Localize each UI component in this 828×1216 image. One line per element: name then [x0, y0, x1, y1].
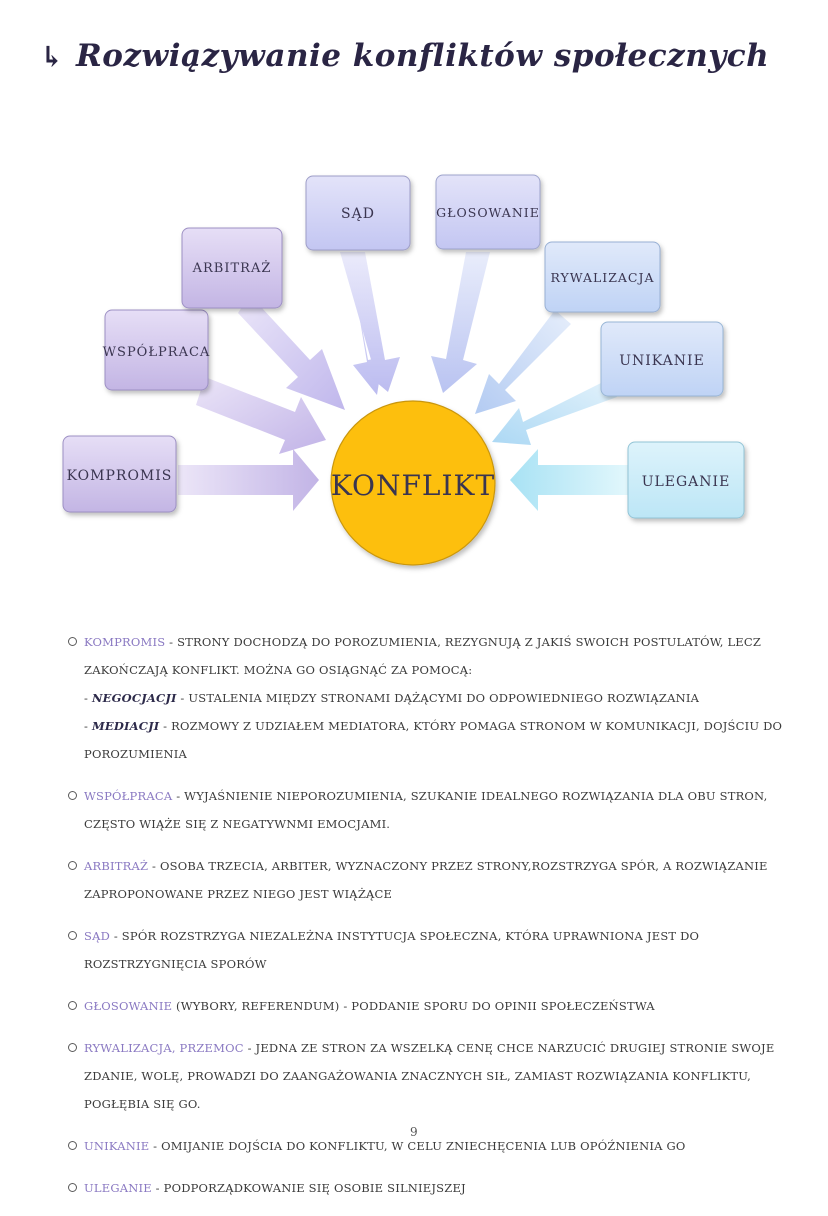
box-label: RYWALIZACJA — [550, 270, 654, 285]
box-sad: SĄD — [305, 175, 411, 251]
arrow-rywalizacja — [475, 310, 571, 414]
center-circle: KONFLIKT — [330, 400, 496, 566]
note-kompromis: KOMPROMIS - STRONY DOCHODZĄ DO POROZUMIE… — [68, 628, 798, 768]
box-unikanie: UNIKANIE — [600, 321, 724, 397]
note-text: (WYBORY, REFERENDUM) - PODDANIE SPORU DO… — [172, 999, 655, 1013]
sub-keyword: MEDIACJI — [91, 719, 160, 733]
note-wspolpraca: WSPÓŁPRACA - WYJAŚNIENIE NIEPOROZUMIENIA… — [68, 782, 798, 838]
box-label: UNIKANIE — [619, 353, 705, 369]
box-glosowanie: GŁOSOWANIE — [435, 174, 541, 250]
note-uleganie: ULEGANIE - PODPORZĄDKOWANIE SIĘ OSOBIE S… — [68, 1174, 798, 1202]
arrow-unikanie — [492, 380, 617, 445]
sub-text: - USTALENIA MIĘDZY STRONAMI DĄŻĄCYMI DO … — [176, 691, 700, 705]
note-keyword: UNIKANIE — [84, 1139, 150, 1153]
note-keyword: SĄD — [84, 929, 111, 943]
note-keyword: GŁOSOWANIE — [84, 999, 173, 1013]
sub-item-negocjacji: - NEGOCJACJI - USTALENIA MIĘDZY STRONAMI… — [84, 684, 798, 712]
note-text: - OMIJANIE DOJŚCIA DO KONFLIKTU, W CELU … — [149, 1139, 686, 1153]
note-arbitraz: ARBITRAŻ - OSOBA TRZECIA, ARBITER, WYZNA… — [68, 852, 798, 908]
bullet-icon — [68, 861, 77, 870]
box-wspolpraca: WSPÓŁPRACA — [103, 309, 211, 391]
sub-keyword: NEGOCJACJI — [91, 691, 177, 705]
note-rywalizacja: RYWALIZACJA, PRZEMOC - JEDNA ZE STRON ZA… — [68, 1034, 798, 1118]
note-text: - JEDNA ZE STRON ZA WSZELKĄ CENĘ CHCE NA… — [84, 1041, 775, 1111]
bullet-icon — [68, 791, 77, 800]
note-text: - PODPORZĄDKOWANIE SIĘ OSOBIE SILNIEJSZE… — [151, 1181, 466, 1195]
box-label: GŁOSOWANIE — [436, 205, 540, 220]
box-label: ARBITRAŻ — [192, 259, 272, 276]
bullet-icon — [68, 1043, 77, 1052]
note-text: - STRONY DOCHODZĄ DO POROZUMIENIA, REZYG… — [84, 635, 762, 677]
conflict-diagram: KOMPROMIS WSPÓŁPRACA ARBITRAŻ SĄD GŁOSOW… — [62, 174, 745, 566]
title-text: Rozwiązywanie konfliktów społecznych — [75, 38, 770, 74]
sub-text: - ROZMOWY Z UDZIAŁEM MEDIATORA, KTÓRY PO… — [84, 719, 783, 761]
note-keyword: WSPÓŁPRACA — [84, 789, 173, 803]
arrow-glosowanie — [431, 252, 490, 393]
note-keyword: ARBITRAŻ — [84, 859, 149, 873]
arrow-uleganie — [510, 449, 628, 511]
dash: - — [84, 719, 92, 733]
note-keyword: RYWALIZACJA, PRZEMOC — [84, 1041, 244, 1055]
note-text: - SPÓR ROZSTRZYGA NIEZALEŻNA INSTYTUCJA … — [84, 929, 700, 971]
sub-item-mediacji: - MEDIACJI - ROZMOWY Z UDZIAŁEM MEDIATOR… — [84, 712, 798, 768]
box-label: WSPÓŁPRACA — [103, 343, 211, 360]
note-unikanie: UNIKANIE - OMIJANIE DOJŚCIA DO KONFLIKTU… — [68, 1132, 798, 1160]
notes-list: KOMPROMIS - STRONY DOCHODZĄ DO POROZUMIE… — [68, 628, 798, 1216]
title-arrow-icon: ↳ — [40, 40, 64, 73]
arrow-arbitraz — [238, 295, 345, 410]
bullet-icon — [68, 1141, 77, 1150]
box-arbitraz: ARBITRAŻ — [181, 227, 283, 309]
page-number: 9 — [410, 1125, 418, 1139]
box-kompromis: KOMPROMIS — [62, 435, 177, 513]
dash: - — [84, 691, 92, 705]
box-label: ULEGANIE — [642, 474, 731, 490]
box-label: SĄD — [341, 206, 375, 222]
page-title: ↳ Rozwiązywanie konfliktów społecznych — [40, 38, 769, 74]
note-keyword: KOMPROMIS — [84, 635, 166, 649]
box-uleganie: ULEGANIE — [627, 441, 745, 519]
note-keyword: ULEGANIE — [84, 1181, 152, 1195]
bullet-icon — [68, 1001, 77, 1010]
note-glosowanie: GŁOSOWANIE (WYBORY, REFERENDUM) - PODDAN… — [68, 992, 798, 1020]
arrow-sad-body — [340, 252, 400, 392]
arrows — [178, 250, 628, 511]
box-rywalizacja: RYWALIZACJA — [544, 241, 661, 313]
note-text: - WYJAŚNIENIE NIEPOROZUMIENIA, SZUKANIE … — [84, 789, 768, 831]
note-sad: SĄD - SPÓR ROZSTRZYGA NIEZALEŻNA INSTYTU… — [68, 922, 798, 978]
bullet-icon — [68, 637, 77, 646]
box-label: KOMPROMIS — [67, 468, 173, 484]
note-text: - OSOBA TRZECIA, ARBITER, WYZNACZONY PRZ… — [84, 859, 768, 901]
arrow-kompromis — [178, 449, 319, 511]
arrow-wspolpraca — [196, 377, 326, 454]
center-label: KONFLIKT — [331, 469, 495, 502]
bullet-icon — [68, 1183, 77, 1192]
bullet-icon — [68, 931, 77, 940]
